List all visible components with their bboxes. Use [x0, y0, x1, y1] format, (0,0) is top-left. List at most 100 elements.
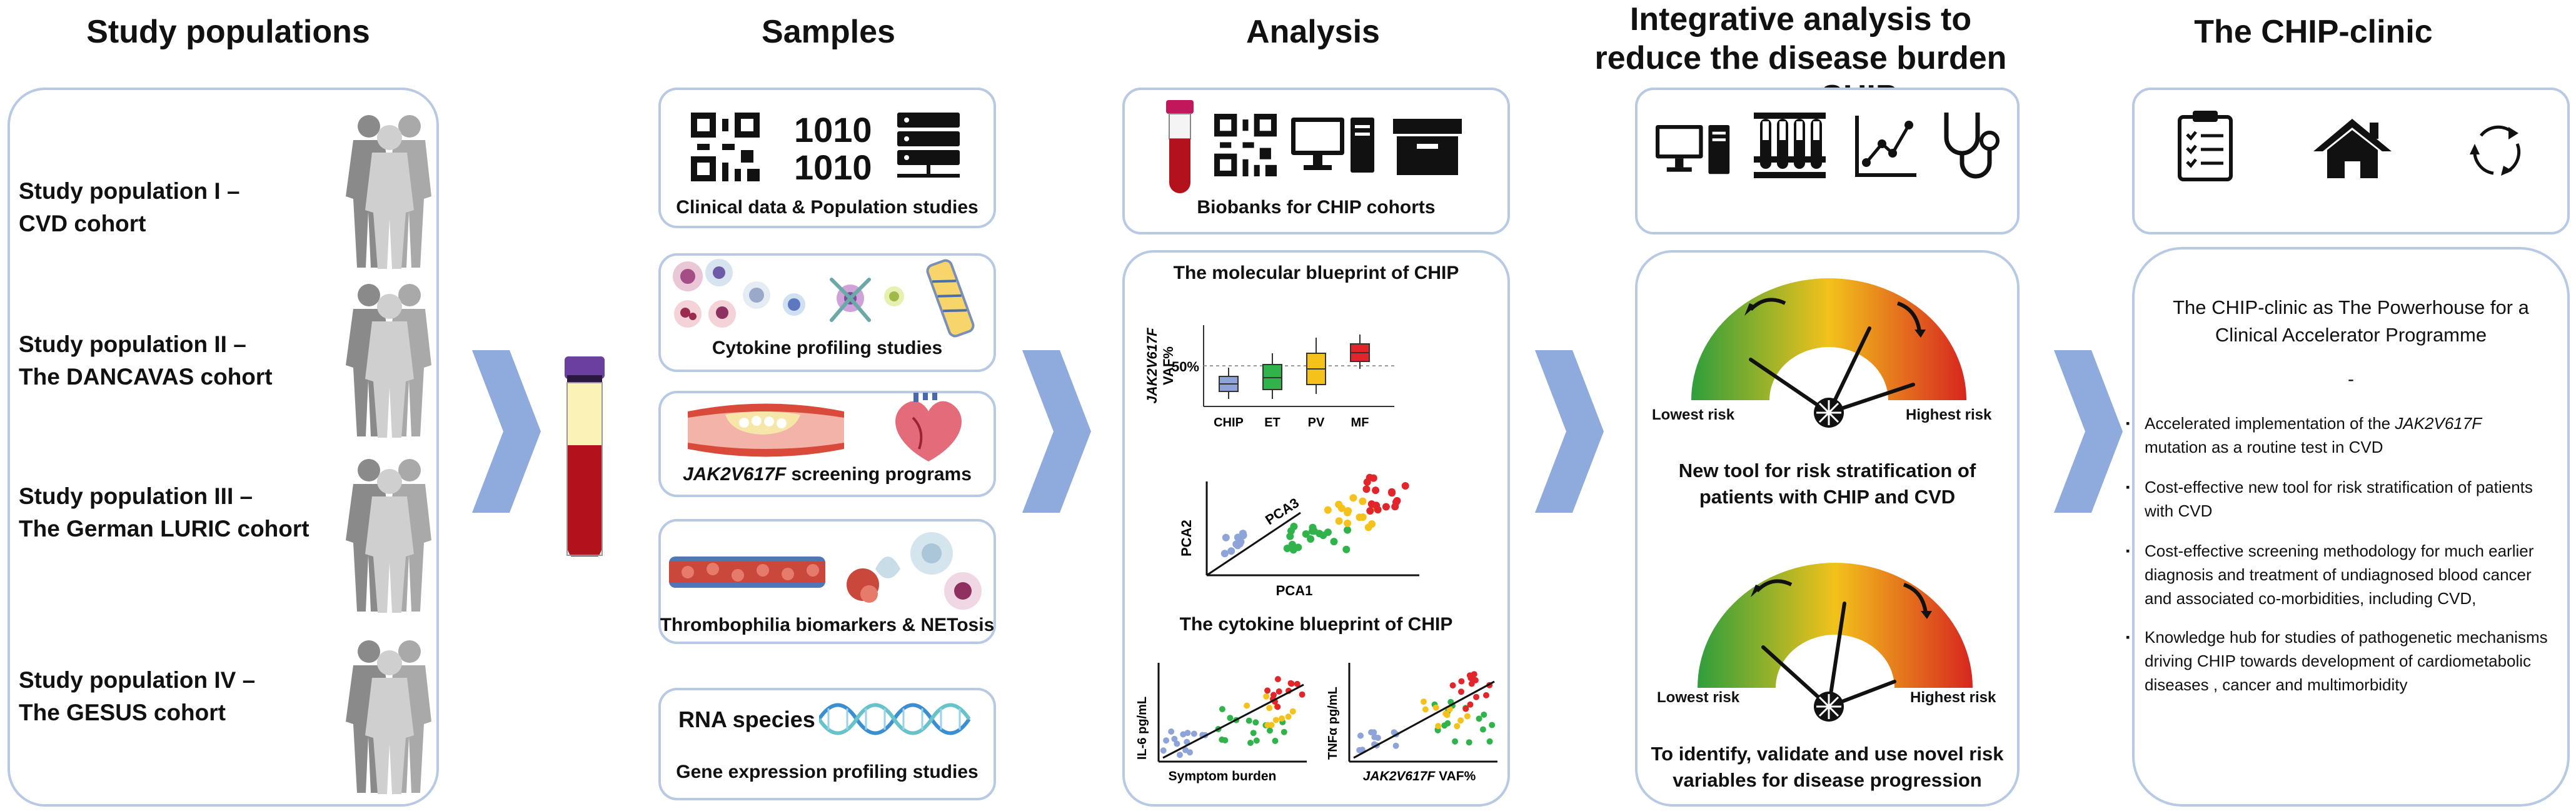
tool1-line2: patients with CHIP and CVD — [1699, 486, 1956, 508]
tnf-point — [1467, 701, 1474, 708]
clinic-title: The CHIP-clinic as The Powerhouse for a … — [2132, 294, 2570, 349]
il6-point — [1294, 680, 1301, 687]
header-study-populations: Study populations — [86, 14, 370, 50]
pca-point — [1344, 507, 1352, 515]
people-group-icon — [346, 284, 431, 438]
pca-point — [1366, 507, 1374, 515]
gauge2-highest-risk: Highest risk — [1910, 689, 1996, 706]
rna-species-label: RNA species — [678, 707, 815, 732]
blood-tube-icon — [565, 356, 605, 557]
pca-point — [1287, 527, 1295, 535]
il6-point — [1264, 722, 1271, 728]
people-group-icon — [346, 459, 431, 613]
integrative-icons-box — [1635, 88, 2020, 234]
tnf-point — [1486, 738, 1493, 745]
clinic-bullet-1-pre: Accelerated implementation of the — [2145, 414, 2395, 433]
header-clinic: The CHIP-clinic — [2194, 14, 2433, 50]
molecular-blueprint-title: The molecular blueprint of CHIP — [1173, 263, 1459, 283]
pca-point — [1222, 533, 1230, 542]
tnf-point — [1449, 682, 1456, 689]
tnf-point — [1473, 693, 1480, 700]
il6-ylabel: IL-6 pg/mL — [1135, 697, 1149, 760]
pca-point — [1344, 519, 1352, 527]
tnf-point — [1458, 678, 1465, 685]
pca-point — [1239, 531, 1247, 540]
pca-point — [1335, 517, 1343, 525]
pca3-axis — [1206, 511, 1301, 577]
clinic-title-line1: The CHIP-clinic as The Powerhouse for a — [2173, 296, 2529, 318]
cytokine-label: Cytokine profiling studies — [712, 338, 943, 358]
il6-point — [1190, 730, 1197, 737]
thrombophilia-label: Thrombophilia biomarkers & NETosis — [660, 615, 995, 635]
vaf-xlabel-italic: JAK2V617F — [1363, 769, 1436, 783]
pca-point — [1349, 494, 1357, 502]
il6-point — [1168, 728, 1175, 735]
pca-points — [1220, 473, 1409, 558]
people-group-icon — [346, 640, 431, 794]
il6-point — [1289, 708, 1296, 715]
pca-point — [1401, 482, 1409, 490]
tnf-point — [1452, 738, 1459, 745]
tool1-line1: New tool for risk stratification of — [1678, 460, 1976, 481]
tnf-point — [1371, 729, 1377, 736]
artery-illustration — [688, 403, 844, 457]
vaf-xlabel-rest: VAF% — [1435, 769, 1476, 783]
vaf-xlabel: JAK2V617F VAF% — [1363, 769, 1476, 783]
gauge2-lowest-risk: Lowest risk — [1657, 689, 1740, 706]
pca-point — [1283, 545, 1291, 552]
il6-point — [1247, 740, 1254, 746]
pca3-label: PCA3 — [1262, 495, 1302, 528]
box-pv — [1306, 338, 1326, 394]
population-2-line1: Study population II – — [19, 331, 246, 357]
biobanks-label: Biobanks for CHIP cohorts — [1197, 197, 1436, 218]
pca-point — [1236, 540, 1244, 548]
pca-point — [1309, 523, 1317, 531]
gauge1-highest-risk: Highest risk — [1906, 406, 1992, 423]
archive-box-icon — [1393, 119, 1462, 175]
il6-point — [1279, 715, 1285, 722]
heart-icon — [895, 393, 962, 461]
pca-point — [1368, 520, 1376, 528]
tool2-label: To identify, validate and use novel risk… — [1635, 741, 2020, 793]
il6-point — [1272, 717, 1279, 723]
il6-point — [1252, 719, 1259, 726]
population-4-line1: Study population IV – — [19, 667, 256, 693]
pca-point — [1227, 547, 1235, 555]
boxplot-ylabel: VAF% — [1160, 346, 1176, 385]
tool1-label: New tool for risk stratification of patie… — [1635, 458, 2020, 510]
il6-point — [1177, 752, 1183, 758]
header-analysis: Analysis — [1246, 14, 1380, 50]
tnf-point — [1472, 677, 1479, 683]
tnf-trend-line — [1353, 680, 1495, 759]
tnf-point — [1454, 723, 1461, 730]
pca2-label: PCA2 — [1179, 520, 1194, 557]
tnf-point — [1458, 688, 1464, 695]
il6-point — [1222, 737, 1229, 743]
line-chart-icon — [1855, 116, 1916, 177]
cytokine-blueprint-title: The cytokine blueprint of CHIP — [1179, 614, 1453, 635]
binary-bottom: 1010 — [794, 148, 872, 187]
il6-point — [1244, 702, 1250, 709]
rna-box — [658, 688, 996, 800]
il6-point — [1182, 747, 1189, 753]
people-group-icon — [346, 115, 431, 269]
pca-point — [1362, 485, 1371, 493]
pca-point — [1359, 513, 1367, 521]
il6-points — [1160, 676, 1306, 758]
population-1-line1: Study population I – — [19, 178, 240, 204]
tnf-point — [1357, 732, 1364, 739]
tnf-point — [1392, 742, 1399, 749]
tool2-line2: variables for disease progression — [1673, 769, 1982, 791]
il6-point — [1267, 727, 1273, 734]
test-tubes-icon — [1754, 113, 1826, 178]
il6-point — [1280, 728, 1287, 735]
pca-point — [1382, 503, 1390, 511]
clinic-title-line2: Clinical Accelerator Programme — [2215, 324, 2487, 346]
gene-expression-label: Gene expression profiling studies — [676, 762, 979, 782]
pca-point — [1307, 535, 1315, 543]
pca-point — [1372, 486, 1380, 495]
binary-top: 1010 — [794, 110, 872, 149]
tnf-point — [1371, 733, 1378, 740]
dna-helix-icon — [819, 703, 971, 735]
group-label-pv: PV — [1308, 416, 1325, 430]
